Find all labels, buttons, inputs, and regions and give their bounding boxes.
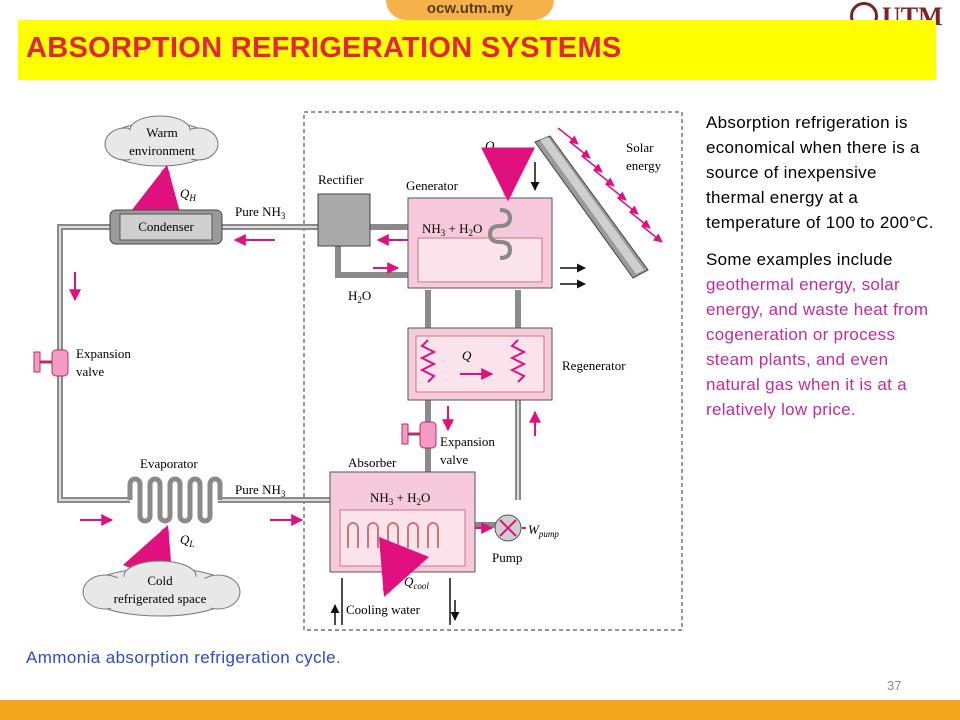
absorption-cycle-diagram: Warm environment QH Condenser Pure NH3 R…: [33, 111, 683, 631]
qh-arrow: [129, 164, 183, 223]
solar-label-1: Solar: [626, 140, 654, 155]
paragraph-2-plain: Some examples include: [706, 250, 893, 269]
wpump-label: Wpump: [528, 522, 559, 539]
warm-label-1: Warm: [146, 125, 177, 140]
qcool-label: Qcool: [404, 574, 429, 591]
top-tab: ocw.utm.my: [386, 0, 554, 20]
pump-label: Pump: [492, 550, 522, 565]
expansion-valve-left-label-1: Expansion: [76, 346, 131, 361]
cold-space-cloud: Cold refrigerated space: [82, 560, 241, 617]
solar-rays: [557, 127, 663, 243]
evaporator-coil: [127, 476, 223, 524]
absorber-mixture-label: NH3 + H2O: [370, 490, 430, 507]
bottom-bar: [0, 700, 960, 720]
system-boundary: [303, 111, 683, 631]
pure-nh3-top-label: Pure NH3: [235, 204, 286, 221]
rectifier: [317, 193, 371, 247]
qcool-arrow: [378, 536, 430, 598]
generator-mixture-label: NH3 + H2O: [422, 221, 482, 238]
expansion-valve-left: [33, 349, 69, 377]
expansion-valve-mid-label-1: Expansion: [440, 434, 495, 449]
ql-label: QL: [180, 532, 194, 549]
generator-label: Generator: [406, 178, 459, 193]
title-bar: ABSORPTION REFRIGERATION SYSTEMS: [18, 20, 936, 80]
pump: [494, 514, 522, 542]
warm-label-2: environment: [129, 143, 195, 158]
cold-label-1: Cold: [147, 573, 173, 588]
h2o-label: H2O: [348, 288, 371, 305]
qgen-arrow: [480, 147, 535, 202]
qh-label: QH: [180, 186, 196, 203]
warm-environment-cloud: Warm environment: [104, 115, 219, 167]
expansion-valve-left-label-2: valve: [76, 364, 104, 379]
absorber-label: Absorber: [348, 455, 397, 470]
rectifier-label: Rectifier: [318, 172, 364, 187]
figure-caption: Ammonia absorption refrigeration cycle.: [26, 648, 342, 667]
paragraph-1: Absorption refrigeration is economical w…: [706, 113, 934, 232]
paragraph-2: Some examples include geothermal energy,…: [706, 247, 936, 422]
regenerator-q-label: Q: [462, 348, 472, 363]
qgen-label: Qgen: [485, 138, 508, 155]
generator: [407, 197, 553, 289]
evaporator-label: Evaporator: [140, 456, 198, 471]
slide-title: ABSORPTION REFRIGERATION SYSTEMS: [26, 32, 622, 64]
cold-label-2: refrigerated space: [114, 591, 207, 606]
paragraph-2-highlight: geothermal energy, solar energy, and was…: [706, 275, 929, 419]
description-text: Absorption refrigeration is economical w…: [706, 110, 936, 434]
absorber: [329, 471, 476, 573]
condenser: Condenser: [109, 209, 223, 245]
cooling-water-label: Cooling water: [346, 602, 421, 617]
page-number: 37: [887, 678, 902, 693]
regenerator-label: Regenerator: [562, 358, 626, 373]
regenerator: [407, 327, 553, 401]
condenser-label: Condenser: [138, 219, 194, 234]
expansion-valve-middle: [401, 421, 437, 449]
solar-label-2: energy: [626, 158, 662, 173]
pure-nh3-bottom-label: Pure NH3: [235, 482, 286, 499]
expansion-valve-mid-label-2: valve: [440, 452, 468, 467]
top-tab-text: ocw.utm.my: [426, 0, 514, 17]
solar-collector: [534, 135, 649, 279]
